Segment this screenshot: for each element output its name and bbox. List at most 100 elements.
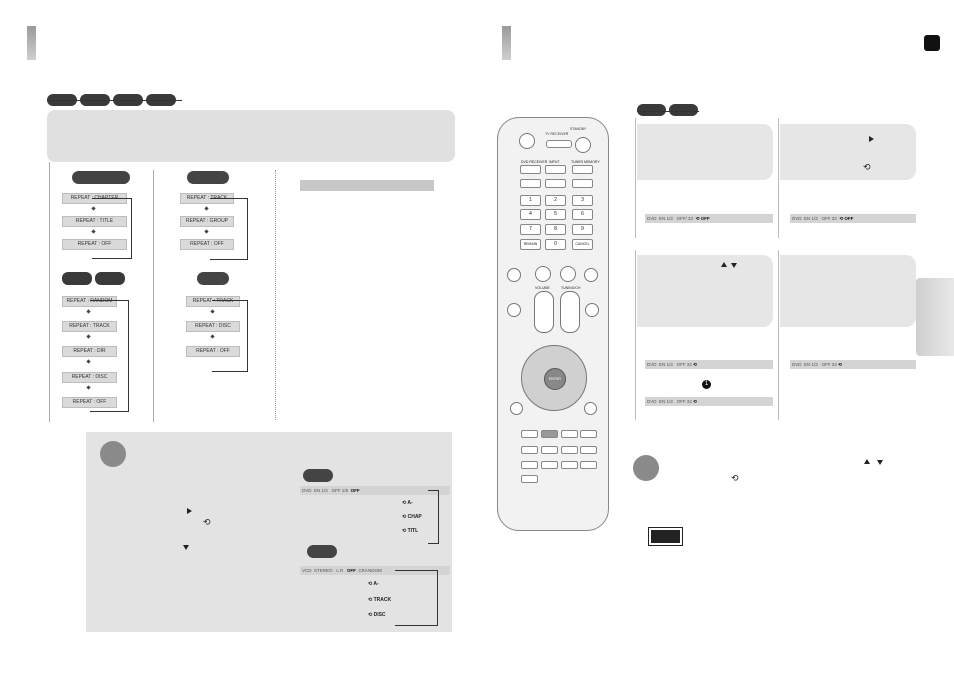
tuner-memory-button[interactable] [572,165,593,174]
sleep-key[interactable] [561,446,578,454]
key-6[interactable]: 6 [572,209,593,220]
key-3[interactable]: 3 [572,195,593,206]
step-box [637,255,773,327]
effect-button[interactable] [585,303,599,317]
repeat-option: REPEAT : OFF [186,346,240,357]
note-header-bar [300,180,434,191]
key-1[interactable]: 1 [520,195,541,206]
repeat-option: REPEAT : RANDOM [62,296,117,307]
step-number-circle [100,441,126,467]
disc-type-badges [637,104,698,116]
slow-key[interactable] [561,430,578,438]
tuning-rocker[interactable] [560,291,580,333]
repeat-icon: ⟲ [731,473,739,483]
tuner-button[interactable] [545,179,566,188]
music-key[interactable] [580,446,597,454]
stop-button[interactable] [535,266,551,282]
repeat-option: REPEAT : TRACK [62,321,117,332]
box-border [778,118,779,238]
step-box [780,124,916,180]
key-remain[interactable]: REMAIN [520,239,541,250]
repeat-option: REPEAT : DISC [62,372,117,383]
key-9[interactable]: 9 [572,224,593,235]
mp3-section-pills [62,272,125,285]
seq-item: ⟲ A- [402,500,413,506]
repeat-icon: ⟲ [203,517,211,527]
next-button[interactable] [584,268,598,282]
loop-arrow [90,300,129,412]
aux-button[interactable] [572,179,593,188]
vcd-section-pill [187,171,229,184]
osd-repeat-state: OFF [346,568,356,573]
down-arrow-icon [877,460,883,465]
logo-key[interactable] [521,446,538,454]
cd-section-pill [197,272,229,285]
osd-audio: EN 1/3 [314,488,328,493]
osd-cd-pill [307,545,337,558]
power-button[interactable] [519,133,535,149]
standby-button[interactable] [575,137,591,153]
key-cancel[interactable]: CANCEL [572,239,593,250]
test-tone-key[interactable] [561,461,578,469]
play-pause-button[interactable] [560,266,576,282]
badge-underline [637,111,699,112]
key-8[interactable]: 8 [545,224,566,235]
dsp-button[interactable] [520,179,541,188]
osd-sound: L R [336,568,344,573]
step-panel [86,432,452,632]
note-label-box [648,527,683,546]
loop-arrow [428,490,439,544]
repeat-icon: ⟲ [863,162,871,172]
tuning-label: TUNING/CH [561,286,581,290]
tv-receiver-label: TV RECEIVER [545,132,569,136]
loop-arrow [395,570,438,626]
zoom-key[interactable] [580,430,597,438]
mute-button[interactable] [584,402,597,415]
key-4[interactable]: 4 [520,209,541,220]
badge-mp3 [62,272,92,285]
repeat-option: REPEAT : OFF [62,239,127,250]
volume-label: VOLUME [535,286,550,290]
osd-bar: DVD EN 1/3 OFF 32 ⟲ [645,397,773,406]
repeat-key[interactable] [541,430,558,438]
dimmer-key[interactable] [521,461,538,469]
osd-repeat-state: OFF [350,488,360,493]
osd-bar-dvd: DVD EN 1/3 OFF 1/6 OFF [300,486,450,495]
seq-item: ⟲ A- [368,581,379,587]
input-button[interactable] [545,165,566,174]
menu-button[interactable] [507,303,521,317]
mode-key[interactable] [541,461,558,469]
key-2[interactable]: 2 [545,195,566,206]
standby-label: STANDBY [570,127,587,131]
key-0[interactable]: 0 [545,239,566,250]
dvd-receiver-button[interactable] [520,165,541,174]
seq-item: ⟲ CHAP [402,514,422,520]
digest-key[interactable] [541,446,558,454]
arrow-diamond [204,229,209,234]
intro-panel [47,110,455,162]
column-divider [49,162,50,422]
osd-audio: STEREO [314,568,333,573]
seq-item: ⟲ TRACK [368,597,392,603]
language-badge [924,35,940,51]
repeat-option: REPEAT : DISC [186,321,240,332]
repeat-option: REPEAT : OFF [180,239,234,250]
up-arrow-icon [721,262,727,267]
loop-arrow [210,198,248,260]
key-5[interactable]: 5 [545,209,566,220]
down-arrow-icon [731,263,737,268]
return-button[interactable] [510,402,523,415]
section-header-bar [27,26,36,60]
step-key[interactable] [521,430,538,438]
loop-arrow [92,198,132,259]
tv-receiver-switch[interactable] [546,140,572,148]
svol-key[interactable] [521,475,538,483]
up-arrow-icon [864,459,870,464]
prev-button[interactable] [507,268,521,282]
enter-button[interactable]: ENTER [544,368,566,390]
osd-bar: DVD EN 1/3 OFF 32 ⟲ [645,360,773,369]
sound-edit-key[interactable] [580,461,597,469]
volume-rocker[interactable] [534,291,554,333]
key-7[interactable]: 7 [520,224,541,235]
box-border [635,250,636,420]
